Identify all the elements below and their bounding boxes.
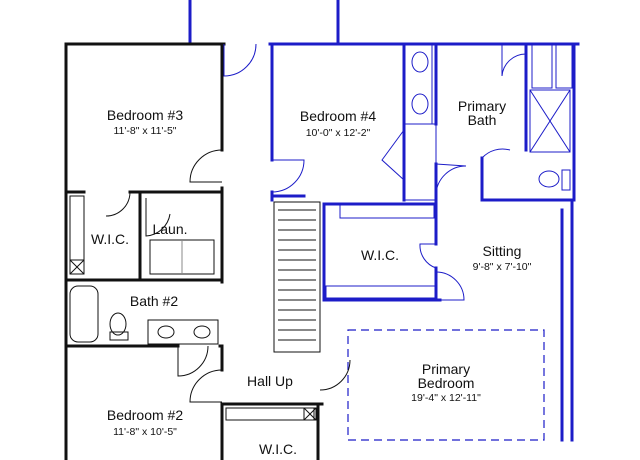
hall-label: Hall Up <box>247 373 293 389</box>
primary-bedroom-label-line1: Primary <box>422 361 470 377</box>
bedroom3-size: 11'-8" x 11'-5" <box>113 125 176 137</box>
wic-bottom-label: W.I.C. <box>259 441 297 457</box>
bath2-label: Bath #2 <box>130 293 178 309</box>
primary-bedroom-label-line2: Bedroom <box>418 375 475 391</box>
wic-center-label: W.I.C. <box>361 247 399 263</box>
left-wing-fixtures <box>69 149 351 421</box>
bedroom2-label: Bedroom #2 <box>107 407 183 423</box>
bedroom3-label: Bedroom #3 <box>107 107 183 123</box>
primary-bath-label-line1: Primary <box>458 98 506 114</box>
primary-bath-label-line2: Bath <box>468 112 497 128</box>
bedroom4-label: Bedroom #4 <box>300 108 376 124</box>
primary-bedroom-size: 19'-4" x 12'-11" <box>411 392 481 404</box>
bedroom2-size: 11'-8" x 10'-5" <box>113 426 177 438</box>
stairs <box>273 201 321 353</box>
left-wing-walls <box>64 42 324 460</box>
laundry-label: Laun. <box>152 221 187 237</box>
sitting-label: Sitting <box>483 243 522 259</box>
sitting-size: 9'-8" x 7'-10" <box>473 261 532 273</box>
wic-left-label: W.I.C. <box>91 231 129 247</box>
bedroom4-size: 10'-0" x 12'-2" <box>306 127 371 139</box>
top-wall-stubs <box>188 0 340 46</box>
right-wing-walls <box>223 42 580 442</box>
